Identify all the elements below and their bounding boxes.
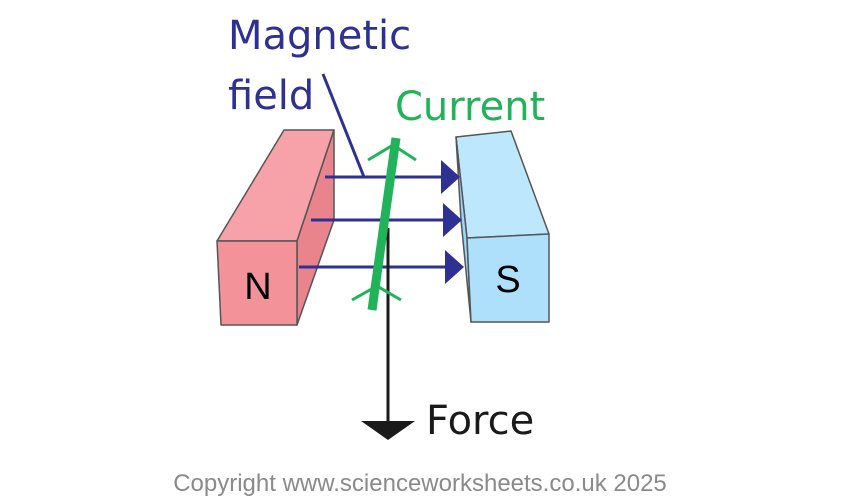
magnetic-field-label-line2: field — [228, 73, 314, 119]
field-arrow-top — [325, 160, 460, 194]
field-arrow-middle — [311, 203, 462, 237]
south-magnet-top — [455, 130, 550, 239]
north-magnet: N — [216, 129, 335, 326]
north-pole-label: N — [244, 266, 271, 308]
south-pole-label: S — [495, 259, 520, 301]
south-magnet: S — [455, 130, 550, 323]
south-magnet-front — [466, 233, 550, 323]
current-label: Current — [395, 84, 545, 130]
copyright-notice: Copyright www.scienceworksheets.co.uk 20… — [173, 470, 667, 497]
current-direction-chevron-bottom — [351, 284, 402, 302]
current-wire — [351, 137, 417, 311]
wire-segment — [367, 137, 401, 311]
current-direction-chevron-top — [367, 143, 417, 162]
force-label: Force — [426, 398, 534, 444]
magnetic-field-pointer — [321, 73, 366, 178]
magnetic-field-label-line1: Magnetic — [228, 13, 411, 59]
north-magnet-front — [216, 240, 298, 326]
force-arrow — [361, 228, 415, 440]
